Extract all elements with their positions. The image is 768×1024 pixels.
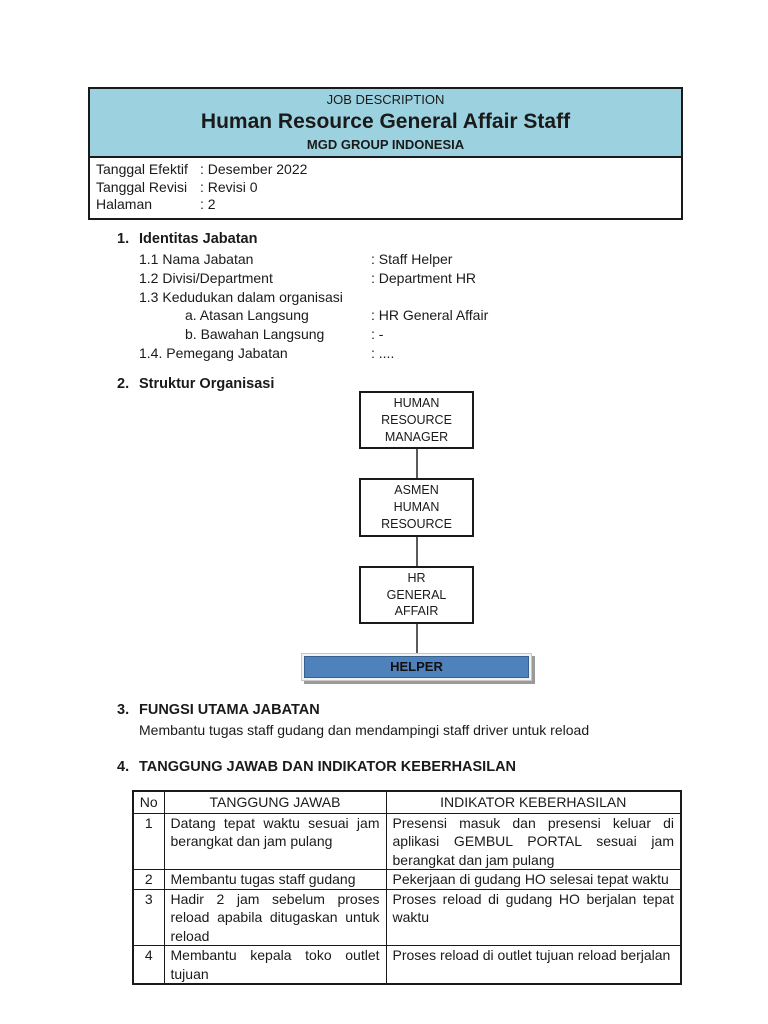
cell-indikator: Presensi masuk dan presensi keluar di ap… xyxy=(385,812,682,870)
identity-row-nama-jabatan: 1.1 Nama Jabatan : Staff Helper xyxy=(139,250,559,269)
fungsi-body-text: Membantu tugas staff gudang dan mendampi… xyxy=(139,722,590,738)
cell-no: 1 xyxy=(132,812,165,870)
section-number: 3. xyxy=(117,702,130,718)
cell-tanggung-jawab: Membantu tugas staff gudang xyxy=(163,869,387,890)
section-1-heading: 1. Identitas Jabatan xyxy=(117,231,257,247)
section-title: Struktur Organisasi xyxy=(139,376,275,392)
section-title: FUNGSI UTAMA JABATAN xyxy=(139,702,320,718)
identity-label: 1.3 Kedudukan dalam organisasi xyxy=(139,288,343,305)
cell-no: 3 xyxy=(132,888,165,946)
org-box-hr-general-affair: HR GENERAL AFFAIR xyxy=(359,565,474,625)
identity-row-atasan: a. Atasan Langsung : HR General Affair xyxy=(139,306,559,325)
meta-label: Halaman xyxy=(96,196,153,212)
section-title: TANGGUNG JAWAB DAN INDIKATOR KEBERHASILA… xyxy=(139,759,517,775)
meta-row-revision-date: Tanggal Revisi : Revisi 0 xyxy=(96,179,673,197)
meta-row-page-number: Halaman : 2 xyxy=(96,196,673,214)
meta-label: Tanggal Revisi xyxy=(96,178,188,195)
identity-label: b. Bawahan Langsung xyxy=(185,326,325,343)
page-title: Human Resource General Affair Staff xyxy=(200,110,571,133)
table-row: 4 Membantu kepala toko outlet tujuan Pro… xyxy=(132,945,682,985)
identity-label: a. Atasan Langsung xyxy=(185,307,309,324)
identity-value: : Department HR xyxy=(371,269,477,286)
meta-row-effective-date: Tanggal Efektif : Desember 2022 xyxy=(96,161,673,179)
org-box-asmen-hr: ASMEN HUMAN RESOURCE xyxy=(359,478,474,537)
responsibilities-table: No TANGGUNG JAWAB INDIKATOR KEBERHASILAN… xyxy=(132,790,682,985)
table-row: 1 Datang tepat waktu sesuai jam berangka… xyxy=(132,812,682,870)
identity-row-bawahan: b. Bawahan Langsung : - xyxy=(139,325,559,344)
identity-value: : HR General Affair xyxy=(371,307,489,324)
section-4-heading: 4. TANGGUNG JAWAB DAN INDIKATOR KEBERHASI… xyxy=(117,759,516,775)
header-table: JOB DESCRIPTION Human Resource General A… xyxy=(88,87,683,220)
identity-row-pemegang: 1.4. Pemegang Jabatan : .... xyxy=(139,344,559,363)
meta-value: : Revisi 0 xyxy=(200,178,258,195)
table-row: 2 Membantu tugas staff gudang Pekerjaan … xyxy=(132,869,682,890)
identity-label: 1.1 Nama Jabatan xyxy=(139,251,254,267)
table-row: 3 Hadir 2 jam sebelum proses reload apab… xyxy=(132,888,682,946)
header-meta: Tanggal Efektif : Desember 2022 Tanggal … xyxy=(90,158,681,218)
org-connector xyxy=(415,536,418,566)
org-connector xyxy=(415,449,418,479)
meta-value: : Desember 2022 xyxy=(200,161,308,177)
cell-indikator: Pekerjaan di gudang HO selesai tepat wak… xyxy=(385,869,682,890)
cell-no: 4 xyxy=(132,945,165,985)
cell-indikator: Proses reload di gudang HO berjalan tepa… xyxy=(385,888,682,946)
doc-type-label: JOB DESCRIPTION xyxy=(326,92,445,107)
identity-label: 1.4. Pemegang Jabatan xyxy=(139,344,288,361)
section-3-heading: 3. FUNGSI UTAMA JABATAN xyxy=(117,702,320,718)
section-2-heading: 2. Struktur Organisasi xyxy=(117,376,274,392)
identity-value: : - xyxy=(371,326,384,343)
cell-indikator: Proses reload di outlet tujuan reload be… xyxy=(385,945,682,985)
header-title-block: JOB DESCRIPTION Human Resource General A… xyxy=(90,89,681,158)
org-connector xyxy=(415,624,418,654)
company-name: MGD GROUP INDONESIA xyxy=(306,137,465,152)
cell-no: 2 xyxy=(132,869,165,890)
identity-label: 1.2 Divisi/Department xyxy=(139,269,273,286)
identity-rows: 1.1 Nama Jabatan : Staff Helper 1.2 Divi… xyxy=(139,250,559,363)
identity-value: : .... xyxy=(371,344,395,361)
table-header-row: No TANGGUNG JAWAB INDIKATOR KEBERHASILAN xyxy=(132,790,682,814)
header-cell-indikator: INDIKATOR KEBERHASILAN xyxy=(385,790,682,814)
identity-row-kedudukan: 1.3 Kedudukan dalam organisasi xyxy=(139,288,559,307)
cell-tanggung-jawab: Hadir 2 jam sebelum proses reload apabil… xyxy=(163,888,387,946)
identity-value: : Staff Helper xyxy=(371,251,453,267)
helper-bar-frame: HELPER xyxy=(301,653,532,682)
section-number: 4. xyxy=(117,759,130,775)
identity-row-divisi: 1.2 Divisi/Department : Department HR xyxy=(139,269,559,288)
section-title: Identitas Jabatan xyxy=(139,231,258,247)
header-cell-tanggung-jawab: TANGGUNG JAWAB xyxy=(163,790,387,814)
meta-label: Tanggal Efektif xyxy=(96,161,188,177)
org-chart: HUMAN RESOURCE MANAGER ASMEN HUMAN RESOU… xyxy=(300,391,533,682)
meta-value: : 2 xyxy=(200,196,216,212)
header-cell-no: No xyxy=(132,790,165,814)
cell-tanggung-jawab: Datang tepat waktu sesuai jam berangkat … xyxy=(163,812,387,870)
section-number: 1. xyxy=(117,231,130,247)
cell-tanggung-jawab: Membantu kepala toko outlet tujuan xyxy=(163,945,387,985)
org-box-helper: HELPER xyxy=(304,656,529,679)
org-box-hr-manager: HUMAN RESOURCE MANAGER xyxy=(359,391,474,450)
section-number: 2. xyxy=(117,376,130,392)
